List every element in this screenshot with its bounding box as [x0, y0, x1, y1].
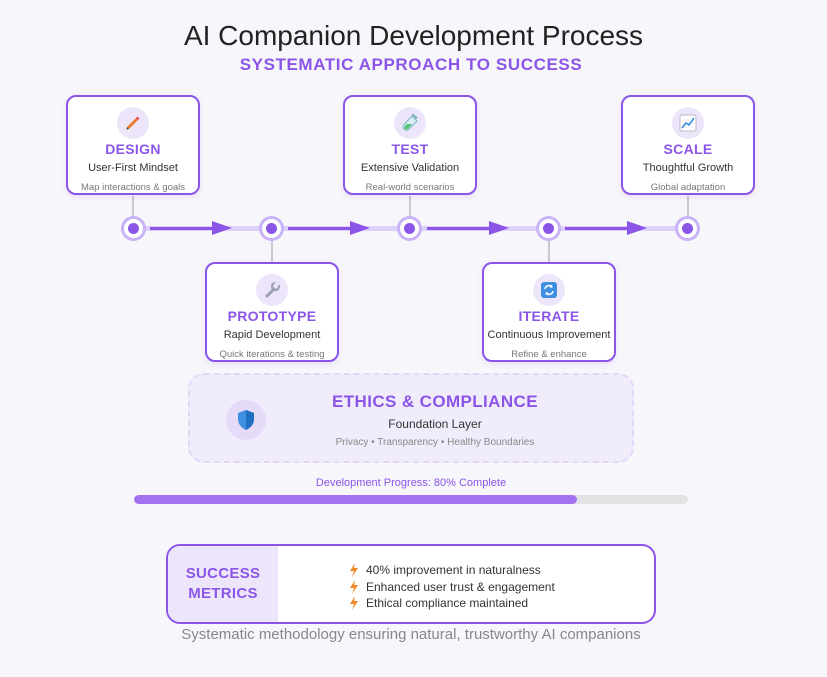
connector-prototype	[271, 236, 273, 263]
progress-fill	[134, 495, 578, 504]
connector-test	[409, 196, 411, 222]
progress-bar	[134, 495, 688, 504]
lightning-icon	[350, 596, 358, 611]
stage-description: Global adaptation	[650, 182, 726, 193]
timeline-arrow-shaft	[150, 227, 215, 230]
wrench-icon	[256, 274, 288, 306]
stage-subtitle: Continuous Improvement	[487, 329, 611, 341]
shield-icon	[226, 400, 266, 440]
ethics-subtitle: Foundation Layer	[388, 417, 482, 431]
footer-caption: Systematic methodology ensuring natural,…	[181, 626, 641, 643]
ethics-title: ETHICS & COMPLIANCE	[332, 392, 538, 411]
stage-description: Map interactions & goals	[80, 182, 186, 193]
metrics-list: 40% improvement in naturalness Enhanced …	[348, 562, 555, 612]
stage-name: ITERATE	[518, 308, 580, 324]
stage-description: Real-world scenarios	[365, 182, 455, 193]
stage-name: DESIGN	[105, 141, 161, 157]
stage-name: TEST	[391, 141, 429, 157]
metrics-label-line1: SUCCESS	[185, 565, 261, 582]
page-subtitle: SYSTEMATIC APPROACH TO SUCCESS	[239, 55, 583, 74]
stage-subtitle: User-First Mindset	[88, 162, 178, 174]
stage-subtitle: Rapid Development	[223, 329, 321, 341]
timeline-node-scale	[678, 219, 697, 238]
connector-iterate	[548, 236, 550, 263]
ethics-panel: ETHICS & COMPLIANCE Foundation Layer Pri…	[188, 373, 634, 463]
stage-description: Quick iterations & testing	[219, 349, 325, 360]
refresh-icon	[533, 274, 565, 306]
timeline-arrow-shaft	[427, 227, 492, 230]
progress-label: Development Progress: 80% Complete	[315, 477, 507, 489]
metric-text: Enhanced user trust & engagement	[366, 579, 555, 594]
lightning-icon	[350, 579, 358, 594]
stage-card-iterate: ITERATE Continuous Improvement Refine & …	[482, 262, 616, 362]
metrics-label: SUCCESS METRICS	[168, 546, 278, 622]
timeline-node-test	[400, 219, 419, 238]
connector-design	[132, 196, 134, 222]
timeline-node-iterate	[539, 219, 558, 238]
page-title: AI Companion Development Process	[183, 20, 644, 51]
ethics-description: Privacy • Transparency • Healthy Boundar…	[335, 437, 535, 448]
metric-text: Ethical compliance maintained	[366, 596, 529, 611]
stage-card-scale: SCALE Thoughtful Growth Global adaptatio…	[621, 95, 755, 195]
metric-item: Ethical compliance maintained	[348, 595, 555, 612]
timeline-node-prototype	[262, 219, 281, 238]
success-metrics-panel: SUCCESS METRICS 40% improvement in natur…	[166, 544, 656, 624]
stage-name: PROTOTYPE	[227, 308, 317, 324]
stage-subtitle: Thoughtful Growth	[642, 162, 734, 174]
stage-card-prototype: PROTOTYPE Rapid Development Quick iterat…	[205, 262, 339, 362]
test-tube-icon	[394, 107, 426, 139]
metrics-label-line2: METRICS	[188, 585, 258, 602]
stage-card-design: DESIGN User-First Mindset Map interactio…	[66, 95, 200, 195]
metric-item: Enhanced user trust & engagement	[348, 579, 555, 596]
chart-icon	[672, 107, 704, 139]
timeline-arrow-icon	[489, 221, 509, 235]
lightning-icon	[350, 563, 358, 578]
connector-scale	[687, 196, 689, 222]
stage-subtitle: Extensive Validation	[360, 162, 460, 174]
timeline-arrow-icon	[350, 221, 370, 235]
stage-name: SCALE	[663, 141, 713, 157]
timeline-arrow-icon	[627, 221, 647, 235]
metric-text: 40% improvement in naturalness	[366, 563, 541, 578]
timeline-arrow-shaft	[288, 227, 353, 230]
timeline-arrow-icon	[212, 221, 232, 235]
timeline-node-design	[124, 219, 143, 238]
pencil-icon	[117, 107, 149, 139]
stage-description: Refine & enhance	[511, 349, 587, 360]
timeline-arrow-shaft	[565, 227, 630, 230]
metric-item: 40% improvement in naturalness	[348, 562, 555, 579]
stage-card-test: TEST Extensive Validation Real-world sce…	[343, 95, 477, 195]
